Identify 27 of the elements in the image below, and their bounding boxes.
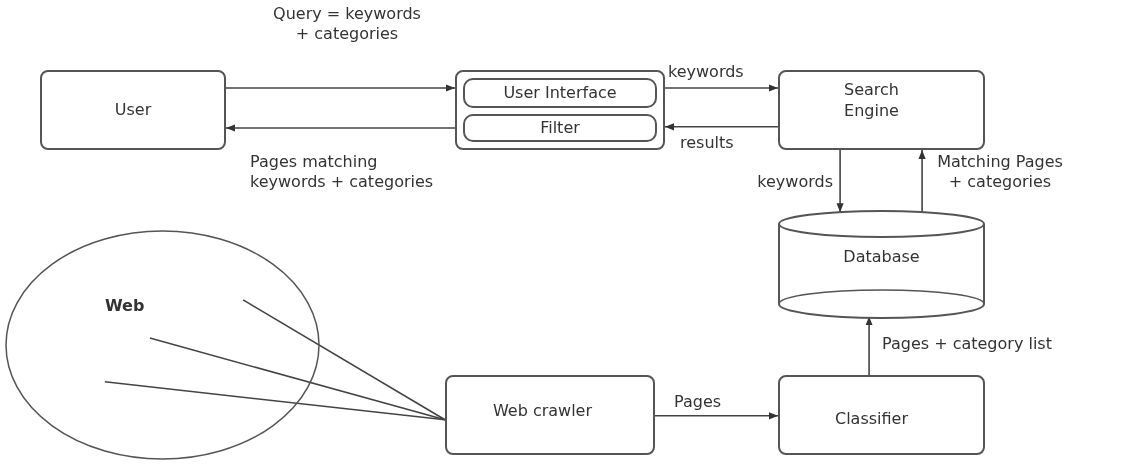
connector-line — [149, 337, 446, 421]
node-label: Web crawler — [492, 400, 593, 422]
arrow — [664, 84, 779, 92]
node-label: Classifier — [834, 408, 908, 430]
node-label: Search Engine — [843, 80, 900, 122]
arrow — [836, 149, 844, 213]
process-box — [463, 78, 657, 108]
node-label: User — [114, 99, 152, 121]
arrow — [225, 124, 456, 132]
process-box — [778, 375, 985, 455]
interface-container — [455, 70, 665, 150]
arrow — [664, 123, 779, 131]
process-box — [463, 114, 657, 142]
arrow — [225, 84, 456, 92]
edge-label: Matching Pages + categories — [935, 152, 1065, 192]
arrow — [918, 149, 926, 213]
process-box — [445, 375, 655, 455]
process-box — [778, 70, 985, 150]
node-label: User Interface — [503, 82, 617, 104]
connector-line — [242, 299, 446, 421]
node-label: Filter — [540, 117, 580, 139]
node-label: Web — [105, 296, 145, 317]
connector-line — [104, 381, 446, 421]
process-box — [40, 70, 226, 150]
node-label: Database — [843, 246, 920, 268]
edge-label: Pages matching keywords + categories — [250, 152, 435, 192]
arrow — [654, 412, 779, 420]
